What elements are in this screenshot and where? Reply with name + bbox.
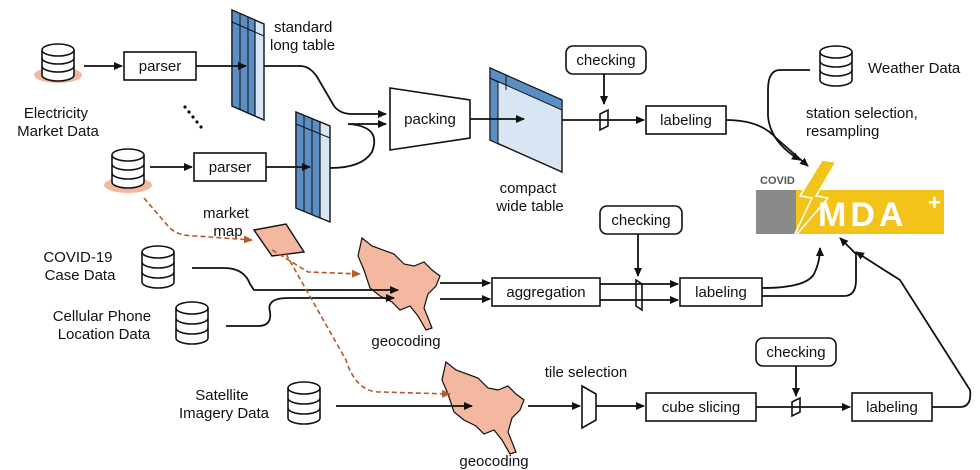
checking-label-1: checking (576, 52, 635, 69)
connectors (84, 62, 972, 411)
labeling-label-2: labeling (695, 284, 747, 301)
checking-label-3: checking (766, 344, 825, 361)
parser-box-1 (123, 51, 197, 81)
electricity-label: Electricity Market Data (17, 105, 99, 140)
compact-table-icon (489, 66, 563, 174)
satellite-label: Satellite Imagery Data (179, 387, 270, 422)
covid-mda-logo: COVID MDA + (756, 159, 944, 241)
covid-db-icon (141, 245, 175, 289)
parser-box-2 (193, 152, 267, 182)
labeling-label-3: labeling (866, 399, 918, 416)
logo-covid-text: COVID (760, 175, 795, 187)
aggregation-box (491, 277, 601, 307)
ellipsis-dots (183, 105, 203, 129)
standard-table-label: standard long table (270, 19, 337, 54)
cube-slicing-label: cube slicing (662, 399, 740, 416)
us-map-icon-2 (441, 360, 525, 455)
tile-selection-label: tile selection (545, 364, 628, 381)
standard-table-icon-1 (231, 8, 265, 122)
electricity-db-icon (34, 43, 82, 83)
parser-label-1: parser (139, 58, 182, 75)
logo-mda-text: MDA (818, 196, 907, 234)
compact-table-label: compact wide table (495, 180, 564, 215)
station-selection-label: station selection, resampling (806, 105, 922, 140)
cellular-db-icon (175, 301, 209, 345)
labeling-box-3 (851, 392, 933, 422)
checking-box-2 (599, 205, 683, 235)
check-gate-2 (635, 278, 643, 312)
weather-db-icon (819, 45, 853, 87)
market-db-icon (104, 148, 152, 193)
checking-label-2: checking (611, 212, 670, 229)
satellite-db-icon (287, 381, 321, 425)
cellular-label: Cellular Phone Location Data (53, 308, 156, 343)
aggregation-label: aggregation (506, 284, 585, 301)
labeling-box-2 (679, 277, 763, 307)
logo-plus-text: + (928, 190, 941, 215)
checking-box-1 (565, 45, 647, 75)
weather-label: Weather Data (868, 60, 961, 77)
tile-selection-box (581, 384, 597, 430)
packing-label: packing (404, 111, 456, 128)
covid-label: COVID-19 Case Data (43, 249, 116, 284)
market-map-icon (252, 223, 306, 257)
geocoding-label-2: geocoding (459, 453, 528, 470)
cube-slicing-box (645, 392, 757, 422)
packing-box (389, 87, 471, 151)
market-map-label: market map (203, 205, 253, 240)
geocoding-label-1: geocoding (371, 333, 440, 350)
us-map-icon-1 (357, 236, 441, 331)
labeling-label-1: labeling (660, 112, 712, 129)
parser-label-2: parser (209, 159, 252, 176)
